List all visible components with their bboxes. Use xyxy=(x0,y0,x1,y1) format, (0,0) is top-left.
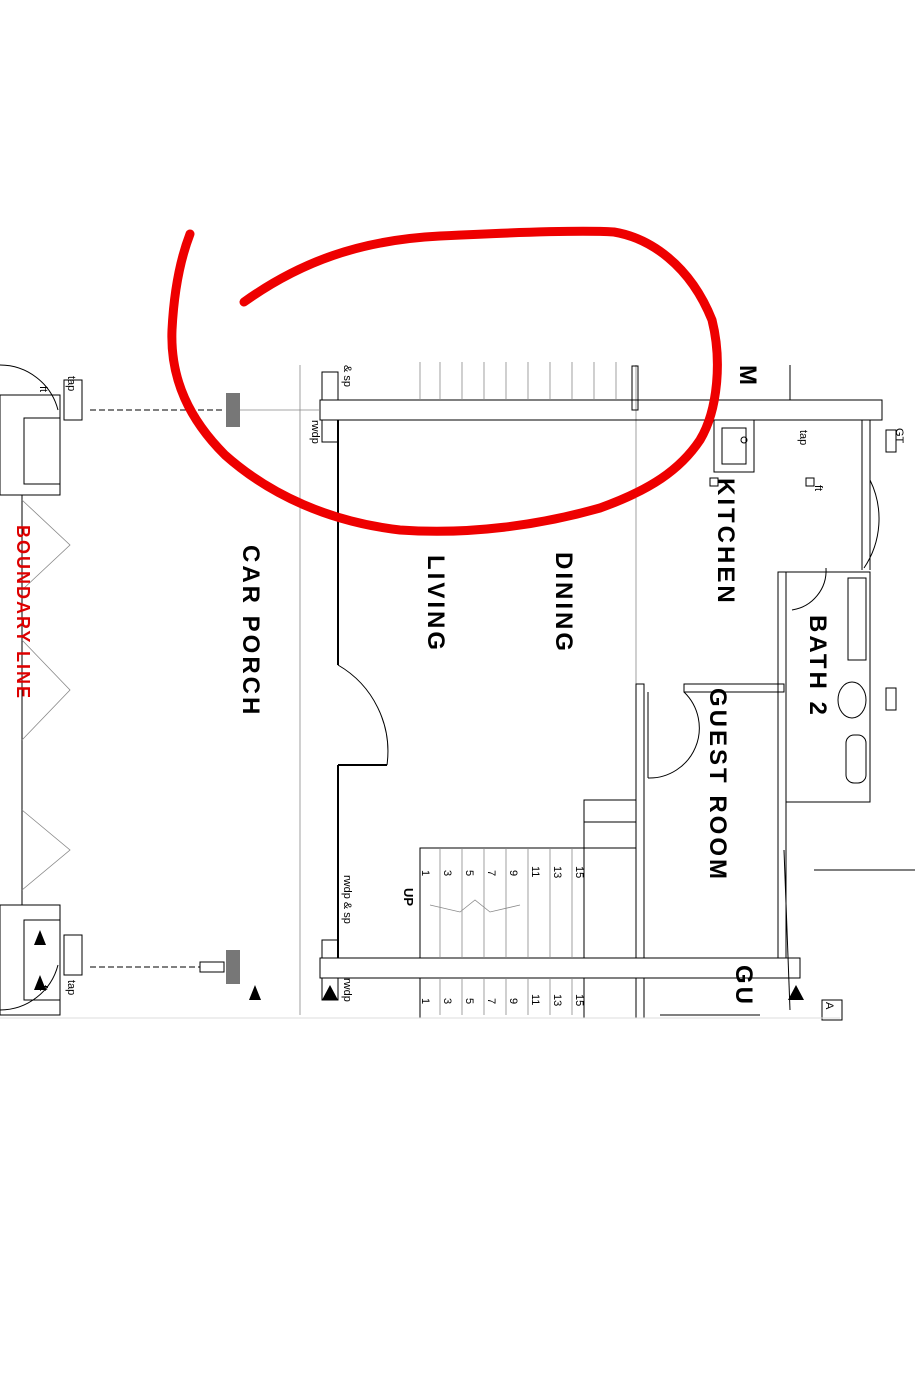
room-label-top-partial: M xyxy=(734,365,761,388)
note-ft-kitchen: ft xyxy=(812,485,824,491)
boundary-line-label: BOUNDARY LINE xyxy=(13,525,33,700)
stair-step-number: 7 xyxy=(485,870,497,876)
note-up: UP xyxy=(401,888,416,906)
stair-step-number: 3 xyxy=(441,870,453,876)
stair-step-number: 5 xyxy=(463,998,475,1004)
column-top xyxy=(226,393,240,427)
staircase xyxy=(419,799,637,1019)
note-ft-top: ft xyxy=(37,386,49,392)
stair-step-number: 5 xyxy=(463,870,475,876)
top-wall xyxy=(90,399,883,421)
room-label-bath-2: BATH 2 xyxy=(804,615,831,718)
room-label-dining: DINING xyxy=(550,552,577,654)
stair-step-number: 11 xyxy=(529,866,541,877)
room-label-living: LIVING xyxy=(422,555,449,653)
upper-stair-hatch xyxy=(419,362,639,411)
note-ft-bottom: ft xyxy=(37,985,49,991)
kitchen-sink xyxy=(713,419,755,473)
stair-numbers-lower: 1 3 5 7 9 11 13 15 xyxy=(419,994,585,1006)
kitchen-east-wall xyxy=(861,420,897,711)
stair-step-number: 13 xyxy=(551,866,563,878)
stair-step-number: 15 xyxy=(573,994,585,1006)
note-tap-kitchen: tap xyxy=(797,430,809,445)
stair-step-number: 7 xyxy=(485,998,497,1004)
kitchen-drain xyxy=(709,477,719,487)
living-west-wall xyxy=(321,371,339,1001)
stair-step-number: 15 xyxy=(573,866,585,878)
section-arrows xyxy=(34,930,804,1000)
note-a-partial: A xyxy=(823,1002,835,1010)
note-rwdp-sp-bottom: rwdp & sp xyxy=(341,875,353,924)
note-sp-top: & sp xyxy=(341,365,353,387)
gate-pillar-bottom xyxy=(0,904,83,1016)
stair-numbers-upper: 1 3 5 7 9 11 13 15 xyxy=(419,866,585,878)
room-label-guest-room: GUEST ROOM xyxy=(704,688,731,882)
column-bottom xyxy=(226,950,240,984)
stair-step-number: 11 xyxy=(529,994,541,1005)
note-tap-top: tap xyxy=(65,376,77,391)
stair-step-number: 1 xyxy=(419,998,431,1004)
bottom-wall xyxy=(90,957,801,979)
note-gt: GT xyxy=(893,428,905,444)
kitchen-trap xyxy=(805,477,815,487)
stair-step-number: 9 xyxy=(507,870,519,876)
red-annotation-circle xyxy=(167,226,722,536)
stair-step-number: 9 xyxy=(507,998,519,1004)
boundary-fence xyxy=(21,495,71,905)
stair-step-number: 13 xyxy=(551,994,563,1006)
gate-pillar-top xyxy=(0,364,83,496)
bath-2 xyxy=(785,567,871,803)
note-tap-bottom: tap xyxy=(65,980,77,995)
room-label-car-porch: CAR PORCH xyxy=(237,545,264,717)
living-door xyxy=(337,664,389,766)
stair-step-number: 3 xyxy=(441,998,453,1004)
room-label-bottom-partial: GU xyxy=(730,965,757,1007)
note-rwdp-bottom: rwdp xyxy=(341,978,353,1002)
room-label-kitchen: KITCHEN xyxy=(712,478,739,606)
right-partial-walls xyxy=(660,365,915,1021)
stair-step-number: 1 xyxy=(419,870,431,876)
note-rwdp-top: rwdp xyxy=(309,420,321,444)
